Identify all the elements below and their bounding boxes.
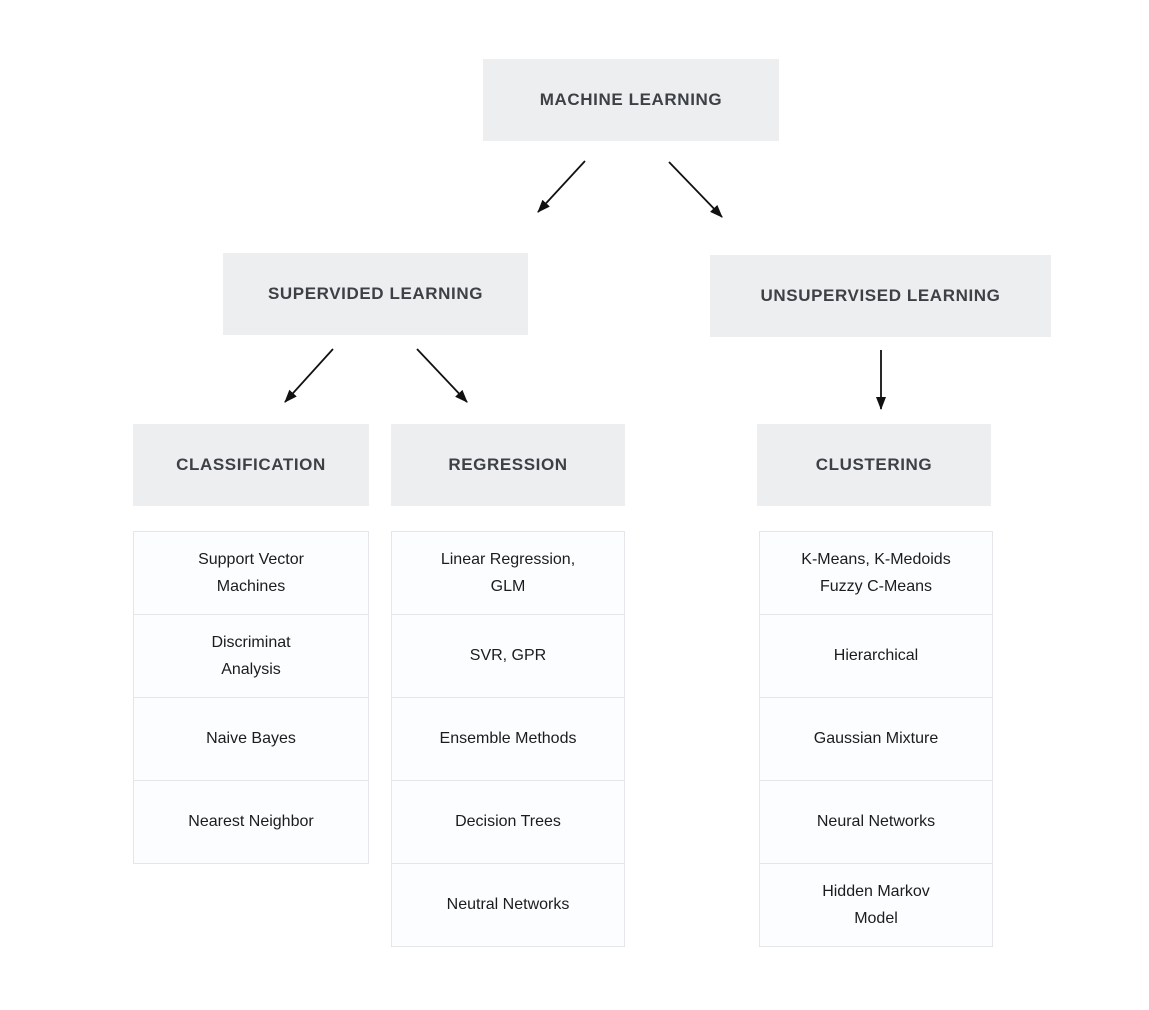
list-item-decision-trees: Decision Trees (391, 780, 625, 864)
arrow-ml-to-supervised-icon (537, 160, 586, 213)
unsupervised-learning-node: UNSUPERVISED LEARNING (710, 255, 1051, 337)
regression-methods-list: Linear Regression, GLM SVR, GPR Ensemble… (391, 531, 625, 947)
list-item-svr-gpr: SVR, GPR (391, 614, 625, 698)
list-item-neural-networks: Neural Networks (759, 780, 993, 864)
list-item-kmeans-kmedoids-fuzzy-cmeans: K-Means, K-Medoids Fuzzy C-Means (759, 531, 993, 615)
machine-learning-node: MACHINE LEARNING (483, 59, 779, 141)
list-item-neutral-networks: Neutral Networks (391, 863, 625, 947)
clustering-methods-list: K-Means, K-Medoids Fuzzy C-Means Hierarc… (759, 531, 993, 947)
arrow-supervised-to-regression-icon (416, 348, 468, 403)
list-item-hierarchical: Hierarchical (759, 614, 993, 698)
list-item-linear-regression-glm: Linear Regression, GLM (391, 531, 625, 615)
list-item-naive-bayes: Naive Bayes (133, 697, 369, 781)
arrow-ml-to-unsupervised-icon (668, 161, 723, 218)
list-item-ensemble-methods: Ensemble Methods (391, 697, 625, 781)
list-item-nearest-neighbor: Nearest Neighbor (133, 780, 369, 864)
clustering-node: CLUSTERING (757, 424, 991, 506)
list-item-gaussian-mixture: Gaussian Mixture (759, 697, 993, 781)
classification-methods-list: Support Vector Machines Discriminat Anal… (133, 531, 369, 864)
list-item-hidden-markov-model: Hidden Markov Model (759, 863, 993, 947)
list-item-support-vector-machines: Support Vector Machines (133, 531, 369, 615)
arrow-supervised-to-classification-icon (284, 348, 334, 403)
list-item-discriminat-analysis: Discriminat Analysis (133, 614, 369, 698)
regression-node: REGRESSION (391, 424, 625, 506)
supervised-learning-node: SUPERVIDED LEARNING (223, 253, 528, 335)
classification-node: CLASSIFICATION (133, 424, 369, 506)
